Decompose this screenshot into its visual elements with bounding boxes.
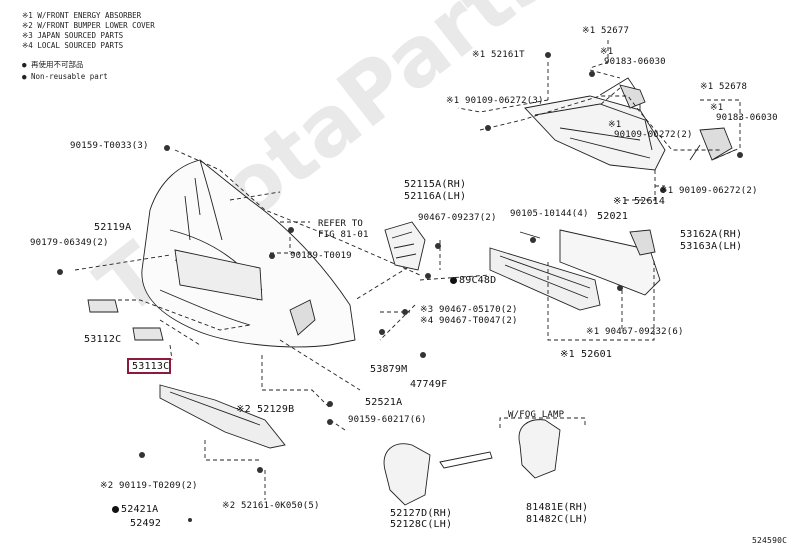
mudguard-drawing	[383, 419, 561, 506]
label-90159-t0033[interactable]: 90159-T0033(3)	[70, 141, 149, 151]
label-90119-t0209[interactable]: ※2 90119-T0209(2)	[100, 481, 198, 491]
label-89c48d-text: 89C48D	[459, 275, 497, 286]
label-53113c[interactable]: 53113C	[132, 361, 170, 372]
label-52492[interactable]: 52492	[130, 518, 162, 529]
legend-line-2: ※2 W/FRONT BUMPER LOWER COVER	[22, 21, 155, 30]
label-fig-81-01[interactable]: FIG 81-01	[318, 230, 369, 240]
upper-dashed-guides	[457, 40, 741, 201]
highlight-box	[127, 358, 171, 374]
side-bracket-drawing	[384, 221, 426, 271]
label-53162a[interactable]: 53162A(RH)	[680, 229, 743, 240]
label-90183-06030-a[interactable]: 90183-06030	[604, 57, 666, 67]
label-refer-to[interactable]: REFER TO	[318, 219, 363, 229]
label-90109-06272-3[interactable]: ※1 90109-06272(3)	[446, 96, 544, 106]
label-90467-t0047[interactable]: ※4 90467-T0047(2)	[420, 316, 518, 326]
label-52129b[interactable]: ※2 52129B	[236, 404, 295, 415]
label-90189-t0019[interactable]: 90189-T0019	[290, 251, 352, 261]
label-90159-60217[interactable]: 90159-60217(6)	[348, 415, 427, 425]
bumper-dashed-guides	[74, 149, 421, 500]
reinforcement-drawing	[489, 229, 661, 311]
label-52116a[interactable]: 52116A(LH)	[404, 191, 467, 202]
label-90109-06272-2-a[interactable]: 90109-06272(2)	[614, 130, 693, 140]
label-52021[interactable]: 52021	[597, 211, 629, 222]
label-90467-05170[interactable]: ※3 90467-05170(2)	[420, 305, 518, 315]
non-reusable-dot-icon	[112, 506, 119, 513]
label-90467-09232[interactable]: ※1 90467-09232(6)	[586, 327, 684, 337]
legend-line-1: ※1 W/FRONT ENERGY ABSORBER	[22, 11, 142, 20]
label-90109-note: ※1	[608, 120, 622, 130]
label-47749f[interactable]: 47749F	[410, 379, 448, 390]
label-53163a[interactable]: 53163A(LH)	[680, 241, 743, 252]
label-52119a[interactable]: 52119A	[94, 222, 132, 233]
label-81481e[interactable]: 81481E(RH)	[526, 502, 589, 513]
legend-line-3: ※3 JAPAN SOURCED PARTS	[22, 31, 124, 40]
label-90105-10144[interactable]: 90105-10144(4)	[510, 209, 589, 219]
label-89c48d[interactable]: 89C48D	[450, 276, 496, 286]
label-52161-0k050[interactable]: ※2 52161-0K050(5)	[222, 501, 320, 511]
label-52421a-text: 52421A	[121, 504, 159, 515]
lower-spoiler-drawing	[159, 384, 286, 449]
label-52614[interactable]: ※1 52614	[613, 196, 666, 207]
label-52677[interactable]: ※1 52677	[582, 26, 630, 36]
legend-line-4: ※4 LOCAL SOURCED PARTS	[22, 41, 124, 50]
figure-id: 524590C	[752, 536, 788, 545]
label-90179-06349[interactable]: 90179-06349(2)	[30, 238, 109, 248]
label-81482c[interactable]: 81482C(LH)	[526, 514, 589, 525]
legend-line-6: ● Non-reusable part	[22, 72, 108, 81]
label-52601[interactable]: ※1 52601	[560, 349, 613, 360]
bumper-cover-drawing	[141, 159, 356, 348]
label-52127d[interactable]: 52127D(RH)	[390, 508, 453, 519]
label-90467-09237[interactable]: 90467-09237(2)	[418, 213, 497, 223]
label-52678-note: ※1	[710, 103, 724, 113]
non-reusable-dot-icon	[450, 277, 457, 284]
emblem-plates	[87, 299, 164, 341]
label-52128c[interactable]: 52128C(LH)	[390, 519, 453, 530]
label-w-fog-lamp: W/FOG LAMP	[508, 410, 565, 420]
label-52115a[interactable]: 52115A(RH)	[404, 179, 467, 190]
label-53879m[interactable]: 53879M	[370, 364, 408, 375]
label-53112c[interactable]: 53112C	[84, 334, 122, 345]
label-90183-06030-b[interactable]: 90183-06030	[716, 113, 778, 123]
fog-lamp-box	[499, 417, 586, 428]
label-52677-note: ※1	[600, 47, 614, 57]
label-52161t[interactable]: ※1 52161T	[472, 50, 525, 60]
label-52521a[interactable]: 52521A	[365, 397, 403, 408]
hardware-drawing	[57, 52, 743, 522]
legend-line-5: ● 再使用不可部品	[22, 60, 84, 69]
label-90109-06272-2-b[interactable]: ※1 90109-06272(2)	[660, 186, 758, 196]
label-52678[interactable]: ※1 52678	[700, 82, 748, 92]
label-52421a[interactable]: 52421A	[112, 505, 158, 515]
